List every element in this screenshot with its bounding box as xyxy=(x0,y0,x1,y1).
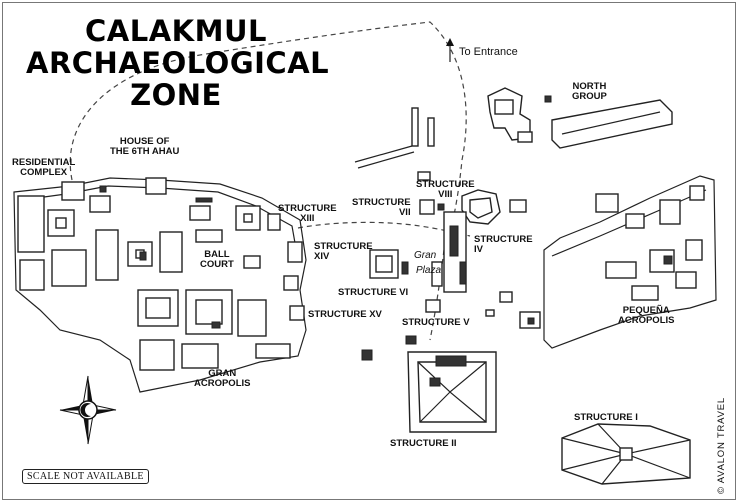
map-title-line-2: ARCHAEOLOGICAL xyxy=(26,46,330,80)
map-title-line-3: ZONE xyxy=(130,78,222,112)
pequena-acropolis-structures xyxy=(543,175,717,349)
label-house-6th-ahau: HOUSE OF THE 6TH AHAU xyxy=(110,136,180,157)
gran-acropolis-structures xyxy=(13,177,307,393)
structure-ii-pyramid xyxy=(407,351,497,433)
label-structure-xiv: STRUCTURE XIV xyxy=(314,241,373,262)
label-north-group: NORTH GROUP xyxy=(572,81,607,102)
label-residential-complex: RESIDENTIAL COMPLEX xyxy=(12,157,76,178)
compass-rose-icon xyxy=(59,375,117,445)
central-structures xyxy=(354,107,541,361)
label-structure-ii: STRUCTURE II xyxy=(390,438,457,449)
label-structure-xiii: STRUCTURE XIII xyxy=(278,203,337,224)
label-structure-xv: STRUCTURE XV xyxy=(308,309,382,320)
label-gran-acropolis: GRAN ACROPOLIS xyxy=(194,368,251,389)
label-structure-i: STRUCTURE I xyxy=(574,412,638,423)
structure-i-pyramid xyxy=(561,423,691,485)
label-structure-v: STRUCTURE V xyxy=(402,317,470,328)
map-title-line-1: CALAKMUL xyxy=(84,14,267,48)
label-pequena-acropolis: PEQUEÑA ACROPOLIS xyxy=(618,305,675,326)
trail-south xyxy=(429,249,445,341)
entrance-label: To Entrance xyxy=(459,46,518,58)
label-gran-plaza-2: Plaza xyxy=(416,265,442,276)
label-structure-iv: STRUCTURE IV xyxy=(474,234,533,255)
label-structure-viii: STRUCTURE VIII xyxy=(416,179,475,200)
label-gran-plaza-1: Gran xyxy=(414,250,437,261)
north-group-structures xyxy=(487,87,673,149)
label-structure-vi: STRUCTURE VI xyxy=(338,287,409,298)
scale-note: SCALE NOT AVAILABLE xyxy=(22,469,149,484)
label-ball-court: BALL COURT xyxy=(200,249,234,270)
trail-north-loop xyxy=(69,21,467,251)
label-structure-vii: STRUCTURE VII xyxy=(352,197,411,218)
entrance-arrow-head xyxy=(446,38,454,46)
credit-text: © AVALON TRAVEL xyxy=(716,397,727,494)
